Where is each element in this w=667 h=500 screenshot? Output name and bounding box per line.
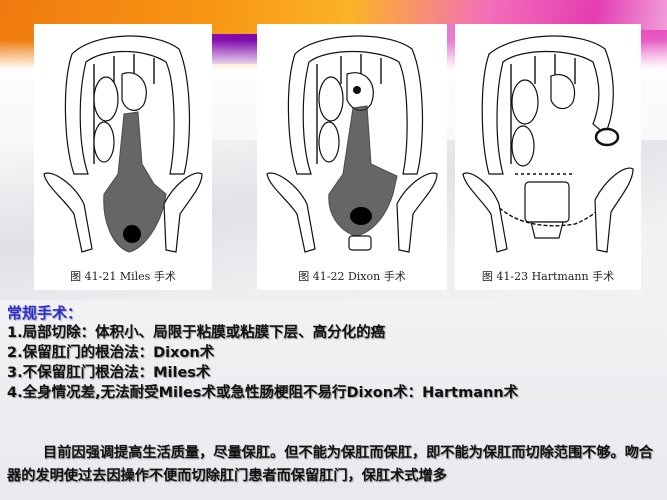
figure-caption: 图 41-23 Hartmann 手术	[481, 270, 615, 283]
surgery-list: 常规手术： 1.局部切除：体积小、局限于粘膜或粘膜下层、高分化的癌 2.保留肛门…	[7, 304, 662, 403]
list-item: 4.全身情况差,无法耐受Miles术或急性肠梗阻不易行Dixon术：Hartma…	[7, 385, 519, 401]
list-item: 1.局部切除：体积小、局限于粘膜或粘膜下层、高分化的癌	[7, 325, 386, 341]
colon-pelvis-miles-resection-diagram	[43, 35, 203, 253]
list-item: 2.保留肛门的根治法：Dixon术	[7, 345, 215, 361]
list-item: 3.不保留肛门根治法：Miles术	[7, 365, 211, 381]
figure-hartmann: 图 41-23 Hartmann 手术	[455, 24, 641, 290]
figure-caption: 图 41-21 Miles 手术	[70, 270, 176, 283]
figure-dixon: 图 41-22 Dixon 手术	[257, 24, 447, 290]
colon-pelvis-dixon-resection-diagram	[266, 35, 438, 253]
summary-paragraph: 目前因强调提高生活质量，尽量保肛。但不能为保肛而保肛，即不能为保肛而切除范围不够…	[7, 445, 654, 485]
colon-pelvis-hartmann-procedure-diagram	[462, 35, 634, 253]
figure-miles: 图 41-21 Miles 手术	[34, 24, 212, 290]
figure-caption: 图 41-22 Dixon 手术	[298, 270, 406, 283]
section-heading: 常规手术：	[7, 304, 83, 322]
